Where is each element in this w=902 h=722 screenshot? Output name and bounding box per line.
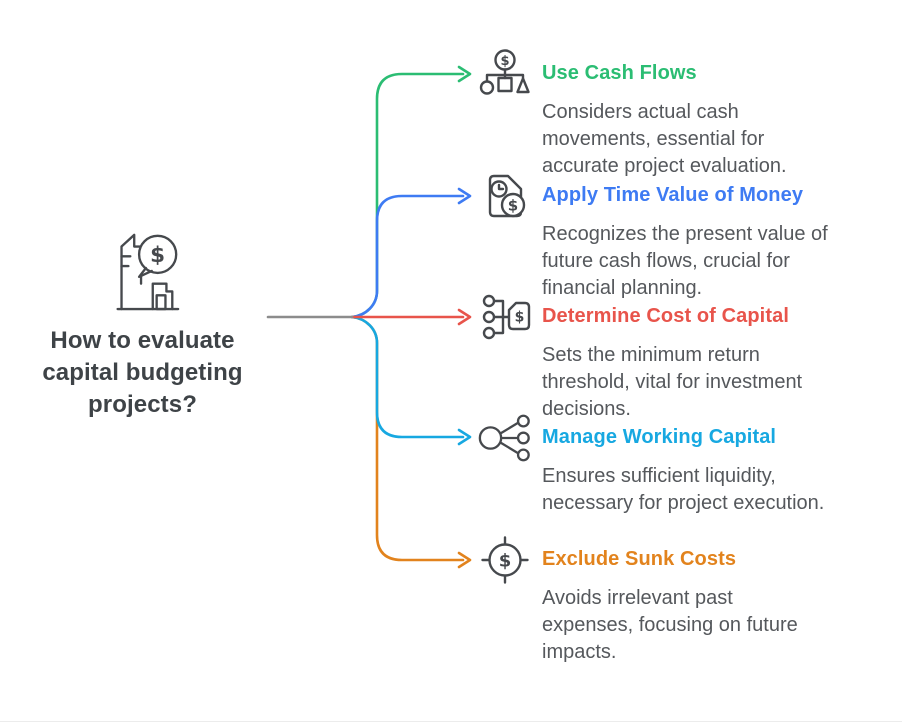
dollar-target-icon: $	[476, 533, 534, 587]
branch-label: Determine Cost of Capital	[542, 305, 789, 327]
branch-description-line: decisions.	[542, 398, 631, 420]
branch-description: Avoids irrelevant past expenses, focusin…	[542, 585, 882, 666]
branch-line-time-value	[350, 194, 465, 319]
branch-label: Manage Working Capital	[542, 426, 777, 448]
branch-description: Considers actual cash movements, essenti…	[542, 99, 882, 180]
branch-label: Use Cash Flows	[542, 62, 697, 84]
branch-description: Ensures sufficient liquidity, necessary …	[542, 463, 882, 517]
branch-line-working-capital	[350, 315, 465, 439]
svg-text:$: $	[150, 243, 165, 268]
arrowhead-sunk-costs	[457, 551, 472, 569]
svg-text:$: $	[515, 310, 525, 326]
branch-description-line: impacts.	[542, 641, 617, 663]
branch-description: Recognizes the present value of future c…	[542, 221, 882, 302]
branch-use-cash-flows: $ Use Cash Flows Considers actual cash m…	[476, 47, 882, 180]
arrowhead-time-value	[457, 187, 472, 205]
nodes-dollar-document-icon: $	[476, 290, 534, 344]
arrowhead-cost-of-capital	[457, 308, 472, 326]
branch-description-line: Avoids irrelevant past	[542, 587, 733, 609]
branch-description-line: expenses, focusing on future	[542, 614, 798, 636]
arrowhead-working-capital	[457, 428, 472, 446]
branch-description-line: financial planning.	[542, 277, 703, 299]
branch-cost-of-capital: $ Determine Cost of Capital Sets the min…	[476, 290, 882, 423]
branch-description-line: future cash flows, crucial for	[542, 250, 790, 272]
branch-working-capital: Manage Working Capital Ensures sufficien…	[476, 411, 882, 517]
arrowhead-use-cash-flows	[457, 65, 472, 83]
branch-sunk-costs: $ Exclude Sunk Costs Avoids irrelevant p…	[476, 533, 882, 666]
branch-description-line: Sets the minimum return	[542, 344, 760, 366]
branch-time-value: $ Apply Time Value of Money Recognizes t…	[476, 169, 882, 302]
hierarchy-shapes-dollar-icon: $	[476, 47, 534, 101]
svg-text:$: $	[500, 54, 509, 69]
root-topic: $ How to evaluate capital budgeting proj…	[25, 224, 260, 421]
branch-description-line: Considers actual cash	[542, 101, 739, 123]
building-dollar-speech-icon: $	[115, 233, 179, 311]
branch-label: Apply Time Value of Money	[542, 184, 804, 206]
branch-description-line: Recognizes the present value of	[542, 223, 828, 245]
branch-description-line: necessary for project execution.	[542, 492, 825, 514]
document-clock-dollar-icon: $	[476, 169, 534, 223]
branch-description-line: accurate project evaluation.	[542, 155, 787, 177]
branch-description-line: Ensures sufficient liquidity,	[542, 465, 776, 487]
branch-line-use-cash-flows	[350, 72, 465, 319]
root-title-line: capital budgeting	[42, 359, 243, 386]
branch-description-line: movements, essential for	[542, 128, 765, 150]
hub-fanout-icon	[476, 411, 534, 465]
svg-text:$: $	[499, 551, 512, 572]
root-title: How to evaluate capital budgeting projec…	[25, 325, 260, 421]
root-title-line: projects?	[88, 391, 197, 418]
svg-text:$: $	[508, 197, 518, 215]
branch-description-line: threshold, vital for investment	[542, 371, 803, 393]
branch-line-sunk-costs	[350, 315, 465, 562]
branch-description: Sets the minimum return threshold, vital…	[542, 342, 882, 423]
branch-label: Exclude Sunk Costs	[542, 548, 737, 570]
root-title-line: How to evaluate	[50, 327, 235, 354]
